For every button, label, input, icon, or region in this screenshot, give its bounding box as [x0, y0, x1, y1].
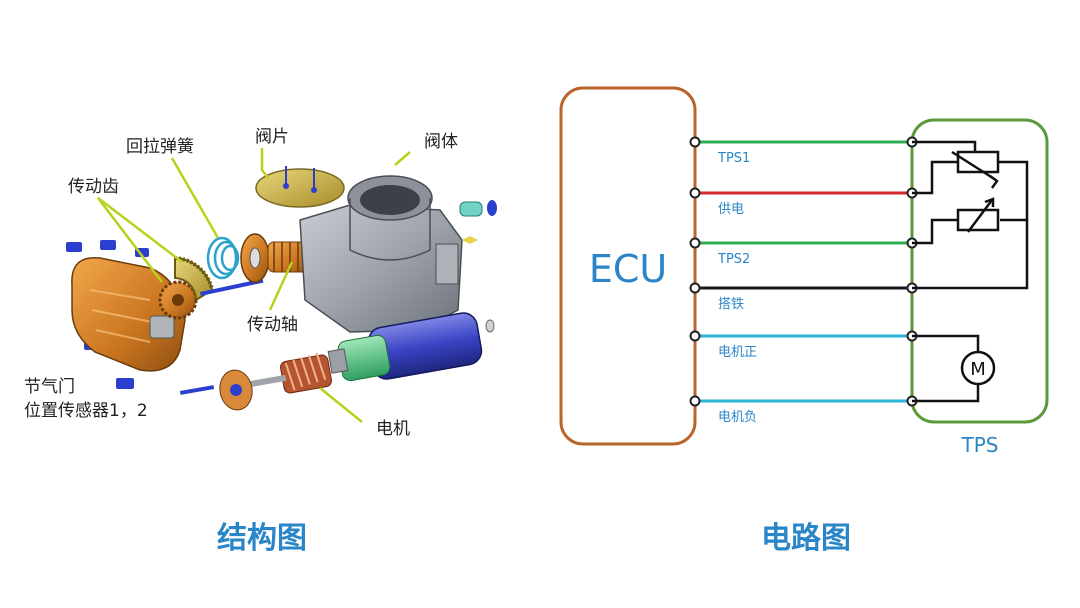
leader-valve-body — [394, 151, 411, 166]
sensor-cover — [71, 257, 186, 372]
label-valve-body: 阀体 — [424, 132, 458, 152]
label-valve-plate: 阀片 — [255, 127, 289, 147]
caption-structure: 结构图 — [217, 521, 307, 556]
sensor-plug — [459, 201, 483, 217]
return-spring — [206, 236, 240, 280]
valve-body — [299, 175, 497, 333]
pot-1-arrow — [989, 174, 999, 189]
ecu-terminal-1 — [689, 136, 701, 148]
ecu-terminal-5 — [689, 330, 701, 342]
ecu-terminal-2 — [689, 187, 701, 199]
motor-assembly — [179, 312, 495, 411]
pot-wiring-bottom — [912, 218, 958, 245]
ecu-terminal-6 — [689, 395, 701, 407]
leader-valve-plate — [260, 148, 269, 179]
pot-2-arrow — [984, 197, 995, 207]
potentiometer-1 — [956, 150, 1000, 174]
drive-gears — [158, 256, 214, 320]
caption-circuit: 电路图 — [761, 521, 851, 556]
leader-drive-gear-b — [97, 197, 183, 263]
ecu-terminal-4 — [689, 282, 701, 294]
wire-label-6: 电机负 — [718, 410, 757, 425]
leader-drive-gear-a — [97, 197, 163, 283]
motor-letter: M — [970, 359, 986, 380]
label-position-sensor-line2: 位置传感器1，2 — [24, 401, 148, 421]
structure-illustration: 阀片 阀体 回拉弹簧 传动齿 传动轴 节气门 位置传感器1，2 电机 — [24, 127, 497, 439]
shaft-pin — [200, 278, 264, 296]
label-position-sensor-line1: 节气门 — [24, 377, 75, 397]
motor-circle — [960, 350, 996, 386]
wire-label-1: TPS1 — [717, 151, 750, 166]
wire-label-2: 供电 — [718, 202, 744, 217]
ecu-box — [559, 86, 697, 446]
motor-lead-positive — [912, 334, 980, 352]
leader-lines — [97, 148, 411, 423]
clip — [66, 242, 82, 252]
leader-drive-shaft — [268, 261, 294, 311]
tps-box — [910, 118, 1049, 424]
clip — [116, 378, 134, 389]
wire-label-4: 搭铁 — [718, 296, 744, 312]
pot-wiring-ground — [912, 220, 1029, 290]
pot-1-wiper — [951, 150, 997, 182]
potentiometers — [912, 140, 1029, 290]
leader-motor — [319, 387, 363, 423]
motor-lead-negative — [912, 384, 980, 403]
ecu-label: ECU — [589, 247, 667, 291]
wire-label-3: TPS2 — [717, 252, 750, 267]
valve-plate — [255, 166, 345, 208]
clip — [100, 240, 116, 250]
wire-label-5: 电机正 — [718, 345, 757, 360]
label-drive-shaft: 传动轴 — [247, 315, 298, 335]
shaft-gear — [240, 233, 270, 283]
pot-2-wiper — [967, 199, 993, 233]
ecu-terminal-3 — [689, 237, 701, 249]
label-motor: 电机 — [376, 419, 410, 439]
pot-wiring-tps1 — [912, 140, 977, 152]
label-return-spring: 回拉弹簧 — [126, 137, 194, 157]
leader-return-spring — [170, 157, 220, 239]
motor-symbol — [912, 334, 996, 403]
label-drive-gear: 传动齿 — [68, 177, 119, 197]
tps-label: TPS — [961, 433, 999, 457]
